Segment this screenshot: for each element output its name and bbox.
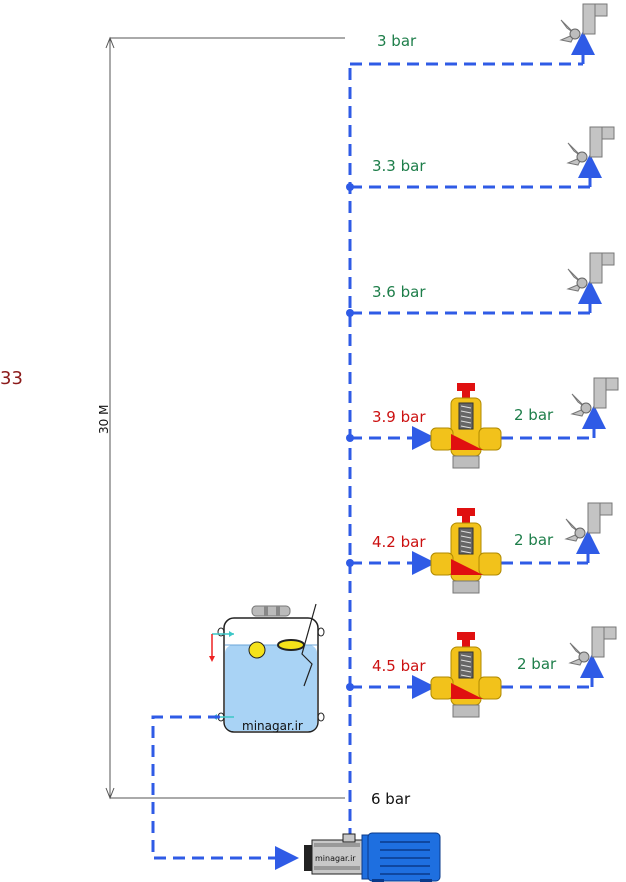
branch-row <box>346 626 617 718</box>
branch-row <box>346 502 613 594</box>
inlet-pressure-label: 4.2 bar <box>372 533 426 551</box>
sprinkler-head-icon <box>564 502 613 542</box>
branch-row <box>346 126 615 191</box>
inlet-pressure-label: 4.5 bar <box>372 657 426 675</box>
inlet-pressure-label: 3.9 bar <box>372 408 426 426</box>
pressure-reducing-valve-icon <box>430 508 502 594</box>
tank-brand: minagar.ir <box>242 719 303 733</box>
booster-pump <box>304 832 441 882</box>
pump-brand: minagar.ir <box>315 854 356 863</box>
branch-pipes <box>346 3 619 718</box>
sprinkler-head-icon <box>568 626 617 666</box>
outlet-pressure-label: 2 bar <box>514 531 554 549</box>
outlet-pressure-label: 2 bar <box>517 655 557 673</box>
sprinkler-head-icon <box>559 3 608 43</box>
suction-pipe <box>151 715 299 870</box>
height-label: 30 M <box>97 404 111 434</box>
inlet-pressure-label: 3 bar <box>377 32 417 50</box>
pressure-tank <box>209 603 325 733</box>
inlet-pressure-label: 3.6 bar <box>372 283 426 301</box>
pressure-reducing-valve-icon <box>430 383 502 469</box>
height-dimension <box>105 36 345 800</box>
sprinkler-head-icon <box>566 126 615 166</box>
branch-row <box>346 377 619 469</box>
sprinkler-head-icon <box>570 377 619 417</box>
branch-row <box>346 252 615 317</box>
sprinkler-head-icon <box>566 252 615 292</box>
branch-row <box>350 3 608 66</box>
outlet-pressure-label: 2 bar <box>514 406 554 424</box>
inlet-pressure-label: 3.3 bar <box>372 157 426 175</box>
pump-pressure-label: 6 bar <box>371 790 411 808</box>
pressure-reducing-valve-icon <box>430 632 502 718</box>
side-number: 33 <box>0 368 23 389</box>
